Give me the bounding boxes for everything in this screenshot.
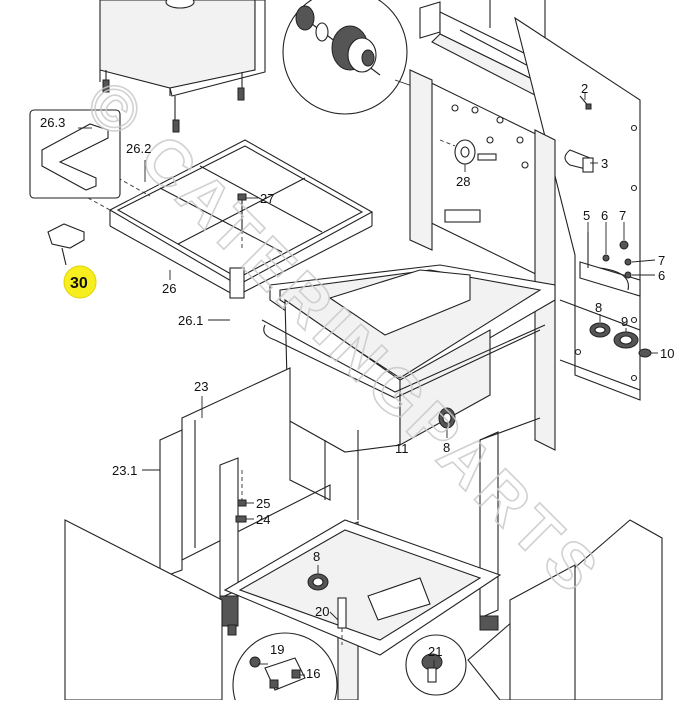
label-8a: 8: [595, 300, 602, 315]
label-5: 5: [583, 208, 590, 223]
label-26-3: 26.3: [40, 115, 65, 130]
label-23-1: 23.1: [112, 463, 137, 478]
inset-part-26-3: [29, 109, 121, 211]
washer-28: [439, 139, 497, 165]
bottom-detail-right: [405, 634, 467, 696]
label-2: 2: [581, 81, 588, 96]
front-panels: [64, 519, 663, 701]
label-27: 27: [260, 191, 274, 206]
lower-frame: [219, 417, 541, 701]
part-labels: 2 3 5 6 7 7 6 8 9 10 8 11 26.3 26.2 27 2…: [40, 81, 674, 681]
label-7b: 7: [658, 253, 665, 268]
label-20: 20: [315, 604, 329, 619]
side-panel: [159, 367, 331, 579]
label-3: 3: [601, 156, 608, 171]
label-26-1: 26.1: [178, 313, 203, 328]
label-7a: 7: [619, 208, 626, 223]
appliance-body: [99, 0, 266, 133]
label-25: 25: [256, 496, 270, 511]
grommet-mid: [438, 407, 456, 429]
label-23: 23: [194, 379, 208, 394]
pulley-detail-circle: [282, 0, 419, 115]
highlight-badge: [63, 265, 97, 299]
label-24: 24: [256, 512, 270, 527]
label-16: 16: [306, 666, 320, 681]
foot-20: [337, 597, 347, 645]
label-11: 11: [395, 441, 409, 456]
label-19: 19: [270, 642, 284, 657]
sink-basin: [261, 264, 556, 453]
screw-and-bracket: [564, 95, 594, 173]
label-8c: 8: [313, 549, 320, 564]
bolt-27: [237, 193, 247, 248]
label-9: 9: [621, 314, 628, 329]
label-26: 26: [162, 281, 176, 296]
highlighted-clip-part: [47, 223, 97, 299]
hinge-assembly: [579, 232, 641, 297]
label-28: 28: [456, 174, 470, 189]
label-8b: 8: [443, 440, 450, 455]
label-30-highlighted: 30: [70, 275, 88, 292]
grommet-lower: [307, 573, 329, 591]
label-6a: 6: [601, 208, 608, 223]
back-panel: [409, 16, 641, 451]
bottom-detail-left: [232, 632, 338, 705]
label-6b: 6: [658, 268, 665, 283]
label-26-2: 26.2: [126, 141, 151, 156]
label-10: 10: [660, 346, 674, 361]
label-21: 21: [428, 644, 442, 659]
leader-lines: [78, 92, 658, 676]
